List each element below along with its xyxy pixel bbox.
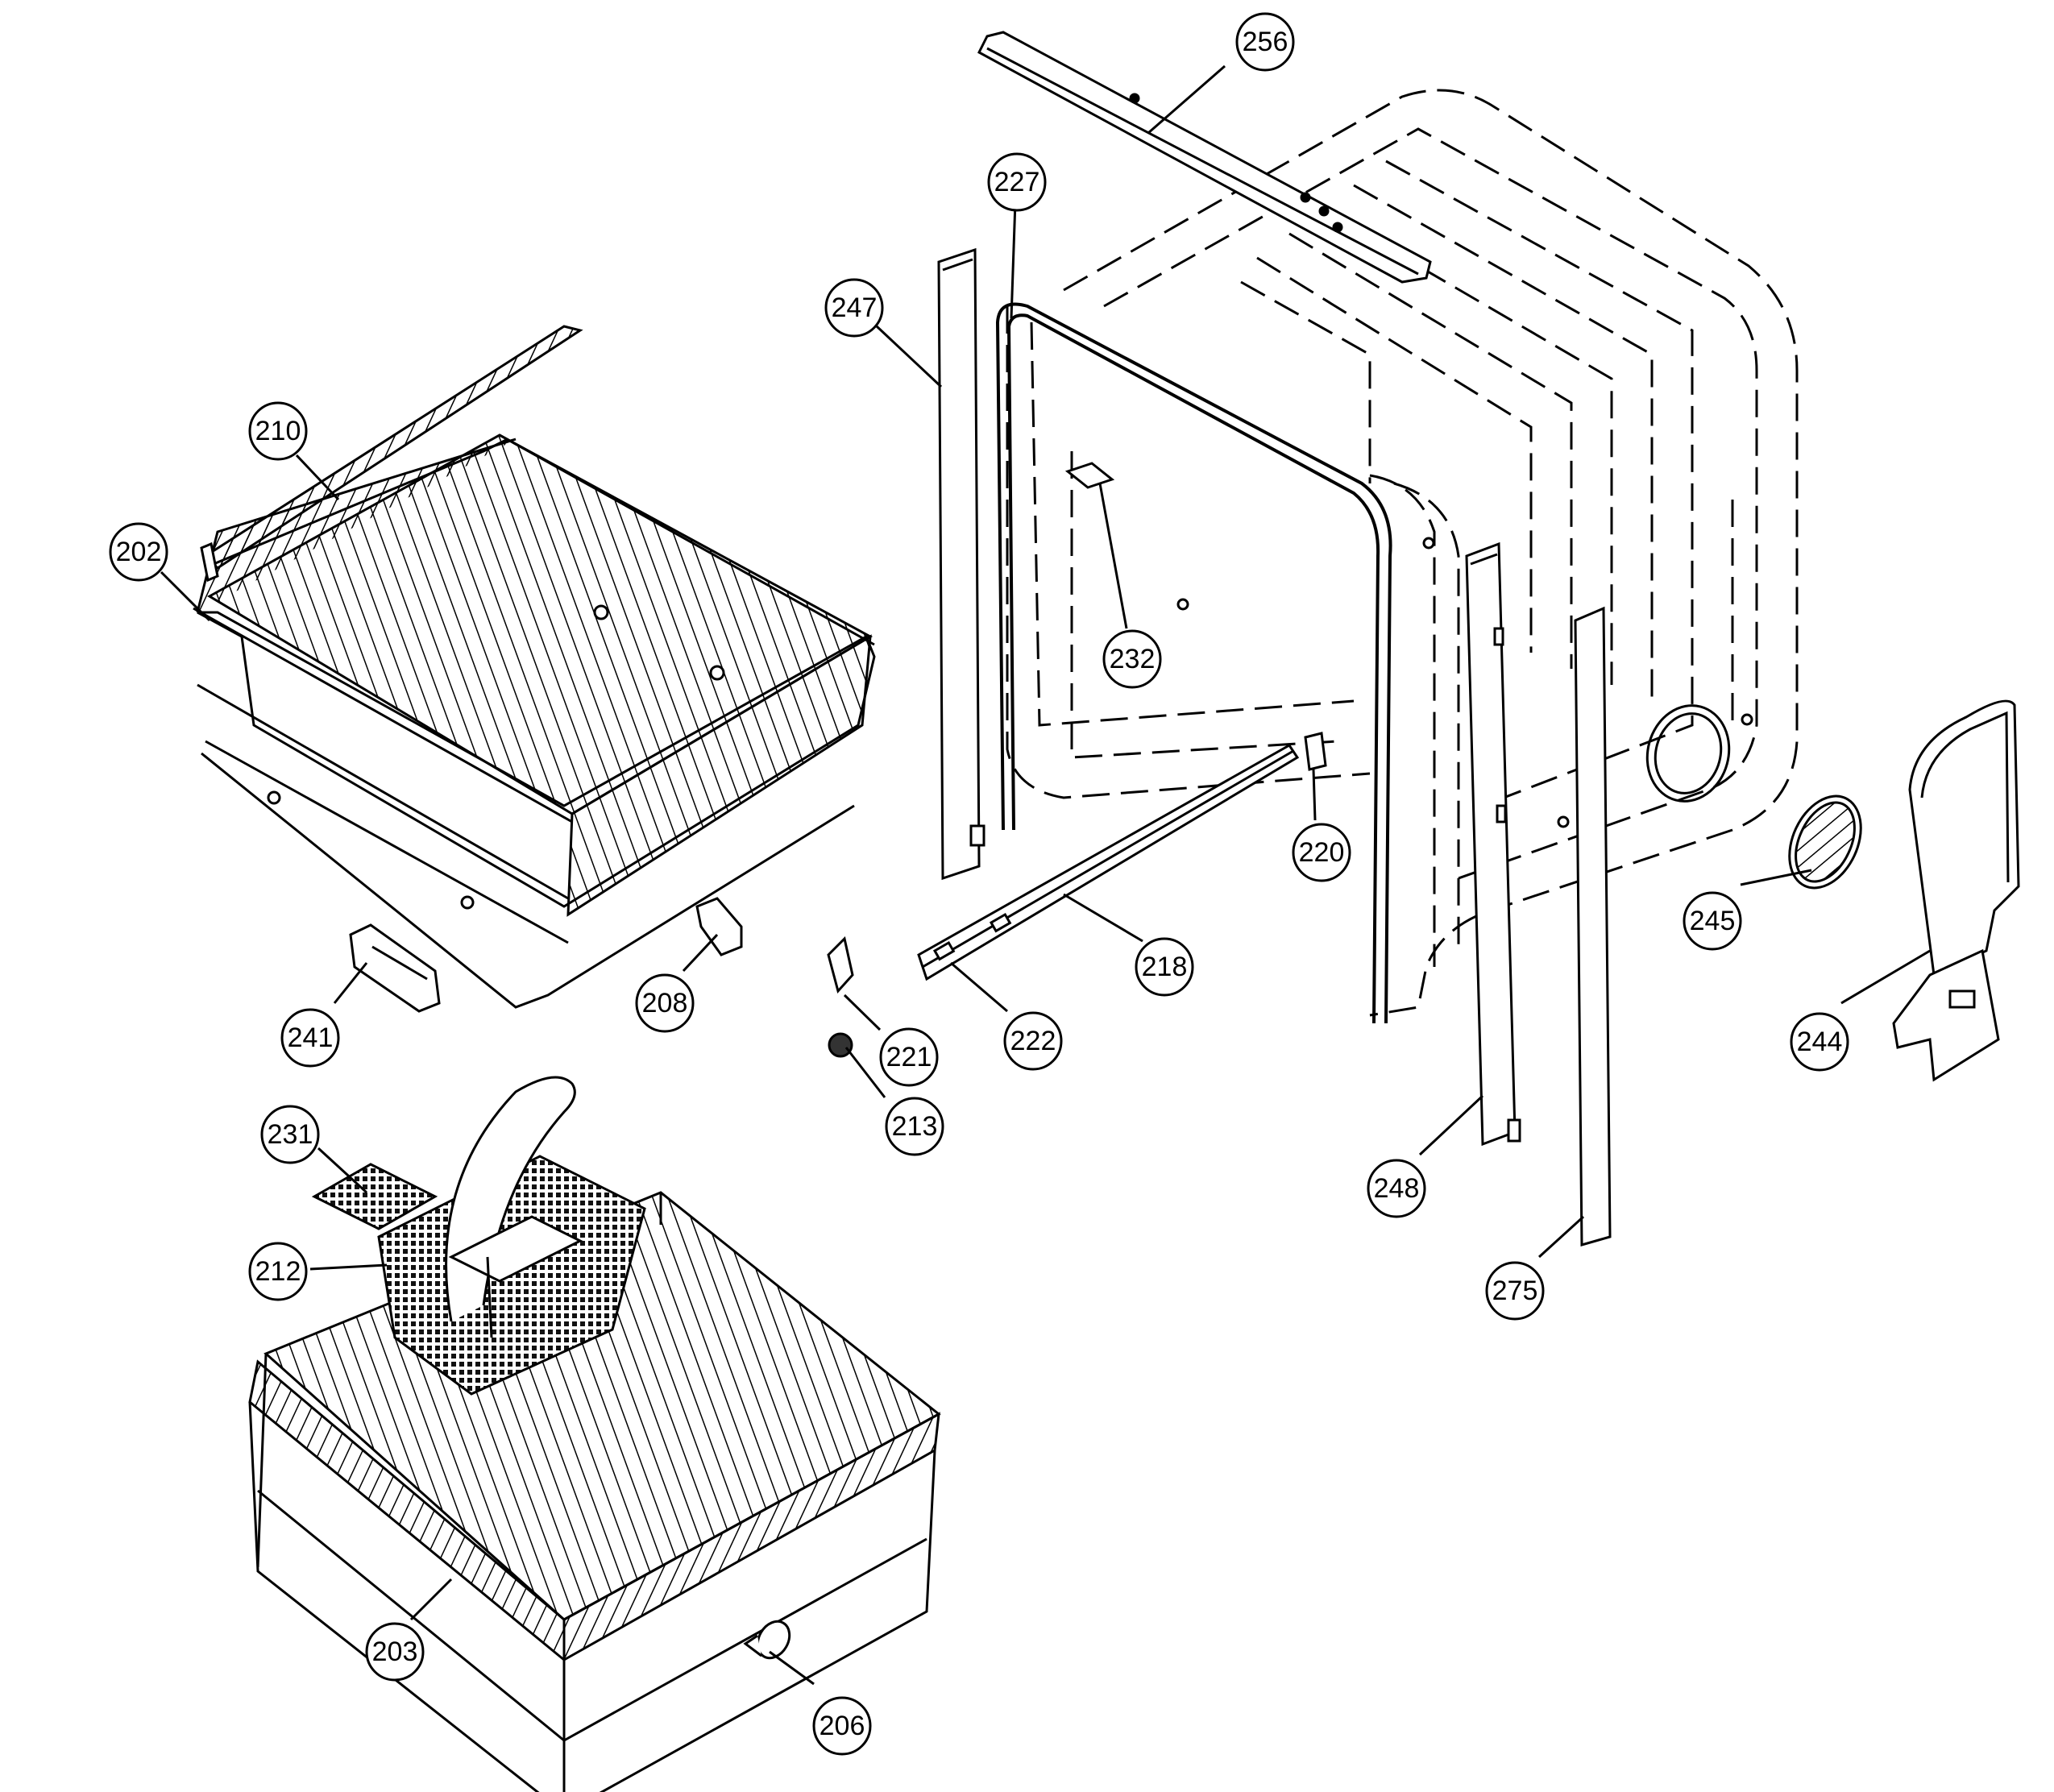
part-220-stop [1304,732,1327,771]
part-206-wheel [743,1620,791,1660]
callout-label: 227 [994,167,1040,197]
tub-features [1176,537,1753,828]
part-245-vent [1788,794,1862,890]
callout-label: 231 [268,1119,313,1150]
callout-202: 202 [109,522,168,582]
part-202-upper-rack [193,433,876,1009]
callout-label: 256 [1243,27,1288,57]
part-231-basket-lid [311,1163,438,1230]
callout-231: 231 [260,1105,320,1164]
callout-220: 220 [1292,823,1351,882]
part-241-label [349,923,441,1013]
callout-203: 203 [365,1622,425,1682]
callout-227: 227 [987,152,1047,212]
part-212-utensil-basket [377,1076,646,1396]
callout-label: 244 [1797,1027,1843,1057]
part-244-vent-assembly [1892,699,2020,1082]
callout-206: 206 [812,1696,872,1756]
part-208-clip [695,897,743,956]
part-213-roller [828,1032,853,1058]
callout-210: 210 [248,401,308,461]
callout-218: 218 [1135,937,1194,997]
callout-label: 210 [255,416,301,446]
callout-label: 248 [1374,1173,1420,1204]
callout-label: 218 [1142,952,1188,982]
callout-213: 213 [885,1097,944,1156]
part-218-rail [917,744,1300,981]
callout-label: 206 [820,1711,865,1741]
callout-245: 245 [1683,891,1742,951]
callout-222: 222 [1003,1011,1063,1071]
callout-212: 212 [248,1242,308,1301]
callout-label: 241 [288,1023,334,1053]
callout-label: 203 [372,1636,418,1667]
callout-label: 213 [892,1111,938,1142]
callout-label: 247 [832,292,878,323]
callout-208: 208 [635,973,695,1033]
callout-label: 220 [1299,837,1345,868]
callout-label: 232 [1110,644,1156,674]
callout-275: 275 [1485,1261,1545,1321]
callout-221: 221 [879,1027,939,1087]
callout-247: 247 [824,278,884,338]
callout-label: 212 [255,1256,301,1287]
callout-248: 248 [1367,1159,1426,1218]
part-247-left-trim [937,247,986,881]
callout-label: 222 [1010,1026,1056,1056]
part-210-cup-shelf [200,325,583,583]
part-221-end-cap [827,936,854,994]
callout-241: 241 [280,1008,340,1068]
callout-label: 221 [886,1042,932,1072]
callout-label: 208 [642,988,688,1018]
leader-lines [160,64,1931,1686]
callout-label: 245 [1690,906,1736,936]
callout-label: 202 [116,537,162,567]
part-275-strip [1574,606,1612,1247]
callout-244: 244 [1790,1012,1849,1072]
dishwasher-tub [1006,89,1799,1017]
part-227-door-gasket [995,302,1392,1024]
callout-256: 256 [1235,12,1295,72]
part-232-clip [1064,462,1115,489]
callout-232: 232 [1102,629,1162,689]
callout-label: 275 [1492,1276,1538,1306]
part-256-top-bracket [977,31,1432,284]
part-248-right-trim [1465,541,1521,1147]
